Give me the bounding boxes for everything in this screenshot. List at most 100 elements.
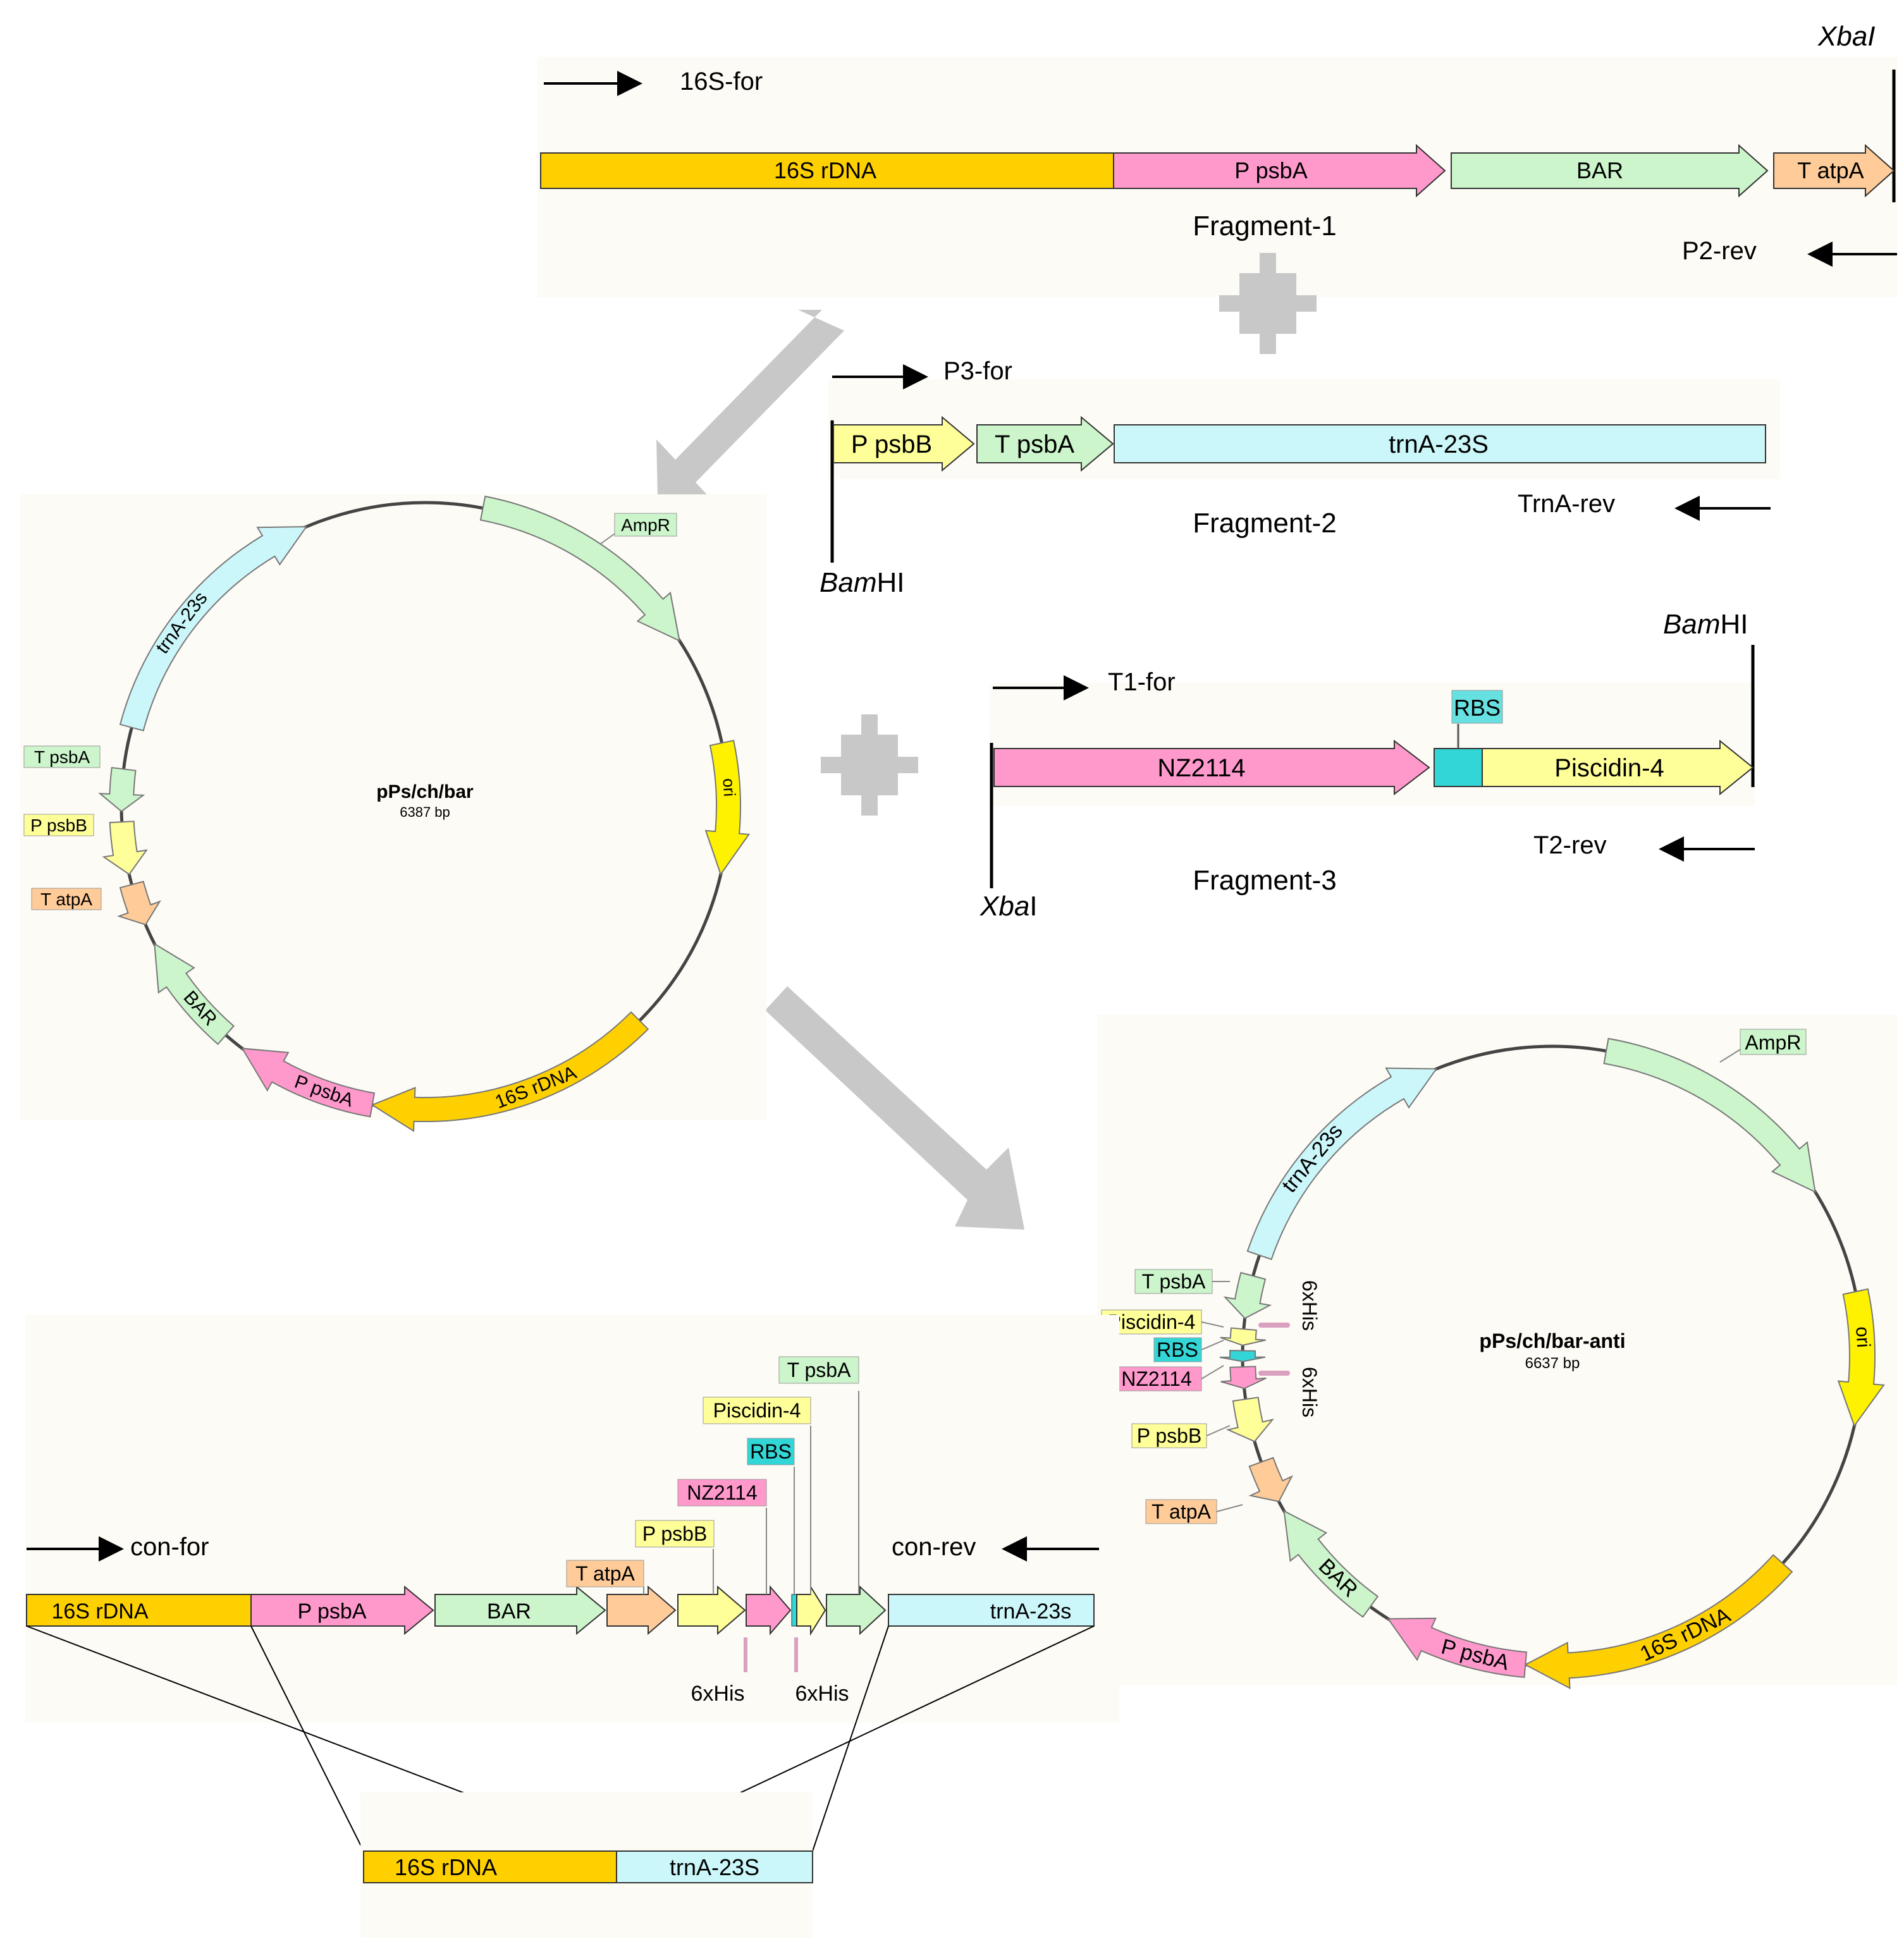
linear-callout-tatpa: T atpA [575,1562,635,1585]
linear-t-psba [826,1585,887,1636]
p1-ppsbb-label: P psbB [30,816,87,835]
fragment-2-title: Fragment-2 [1193,508,1336,539]
primer-t1-for-label: T1-for [1108,668,1176,696]
p2-his-label-1: 6xHis [1298,1280,1321,1331]
p2-tpsba-label: T psbA [1142,1270,1206,1293]
linear-callout-tpsba: T psbA [787,1359,851,1381]
plasmid-2-name: pPs/ch/bar-anti [1479,1330,1625,1352]
linear-nz2114 [746,1585,792,1636]
linear-bar-label: BAR [487,1599,531,1624]
linear-callouts: T psbA Piscidin-4 RBS NZ2114 P psbB T at… [566,1356,859,1594]
plasmid-1-name: pPs/ch/bar [376,781,474,802]
p1-t-psba [98,767,145,812]
feature-t-atpa [1773,144,1895,198]
bamhi-site-label-2: BamHI [820,567,904,598]
fragment-2: P3-for BamHI P psbB T psbA trnA-23S Frag… [820,357,1780,598]
plasmid-2-callouts: AmpR T psbA Piscidin-4 RBS NZ2114 P psbB… [1101,1029,1807,1524]
feature-nz2114 [993,739,1430,796]
feature-nz2114-label: NZ2114 [1157,754,1245,782]
feature-p-psba [1113,144,1446,198]
p2-nz-label: NZ2114 [1121,1367,1191,1390]
linear-p-psba [250,1585,434,1636]
linear-16s-rdna [26,1594,252,1627]
p2-tatpa-label: T atpA [1152,1500,1211,1523]
his-label-2: 6xHis [795,1682,849,1706]
primer-t2-rev-label: T2-rev [1533,831,1607,859]
primer-con-for-label: con-for [130,1533,209,1561]
p1-ampr-label: AmpR [621,515,670,535]
p2-nz2114 [1220,1366,1267,1390]
plus-sign-1 [1219,253,1317,354]
primer-p3-for-label: P3-for [943,357,1012,385]
bottom-trna-23s-label: trnA-23S [670,1854,759,1880]
p1-tatpa-label: T atpA [40,890,92,909]
his-tag-1 [744,1637,747,1672]
linear-callout-nz2114: NZ2114 [687,1481,757,1504]
linear-rbs [791,1594,797,1627]
feature-piscidin-4-label: Piscidin-4 [1554,754,1664,782]
p2-ampr [1603,1037,1816,1194]
feature-trna-23s [1114,424,1766,463]
p2-piscidin-4 [1220,1327,1266,1346]
p2-t-psba [1223,1271,1272,1319]
xbai-site-label: XbaI [1817,21,1876,52]
p2-rbs [1219,1350,1266,1362]
fragment-3-title: Fragment-3 [1193,865,1336,896]
feature-p-psbb-label: P psbB [851,431,932,458]
linear-16s-rdna-label: 16S rDNA [51,1599,148,1624]
linear-bar [434,1585,606,1636]
p1-ori-label: ori [719,778,739,797]
primer-trna-rev-label: TrnA-rev [1518,490,1615,518]
plasmid-1-panel [20,494,766,1120]
primer-p2-rev-label: P2-rev [1682,237,1757,265]
plus-sign-2 [821,714,918,816]
p1-p-psba [241,1048,376,1118]
linear-p-psba-label: P psbA [297,1599,366,1624]
p1-ampr [479,495,680,642]
fragment-3: T1-for BamHI XbaI NZ2114 RBS Piscidin-4 … [980,609,1755,922]
bottom-construct: 16S rDNA trnA-23S [360,1792,813,1938]
p1-tpsba-label: T psbA [34,747,90,767]
bottom-16s-rdna-label: 16S rDNA [395,1854,497,1880]
linear-callout-rbs: RBS [750,1440,792,1463]
plasmid-2-size: 6637 bp [1525,1355,1580,1372]
feature-t-atpa-label: T atpA [1797,157,1864,183]
feature-p-psba-label: P psbA [1234,157,1307,183]
p2-ori [1837,1288,1885,1428]
plasmid-1-callouts: AmpR T psbA P psbB T atpA [23,513,677,910]
linear-callout-piscidin: Piscidin-4 [713,1399,801,1422]
feature-rbs [1434,748,1483,787]
linear-construct: con-for con-rev 16S rDNA P psbA BAR trnA… [25,1315,1119,1723]
feature-bar-label: BAR [1576,157,1623,183]
p2-rbs-label: RBS [1157,1338,1198,1361]
linear-p-psbb [677,1585,746,1636]
feature-piscidin-4 [1482,739,1754,796]
feature-trna-23s-label: trnA-23S [1389,431,1489,458]
p2-t-atpa [1248,1457,1294,1503]
bamhi-site-label-3: BamHI [1663,609,1748,640]
fragment-1-title: Fragment-1 [1193,211,1336,242]
feature-16s-rdna [540,152,1114,189]
primer-16s-for-label: 16S-for [680,68,763,95]
p2-p-psbb [1225,1397,1274,1443]
feature-t-psba [976,415,1114,472]
p2-piscidin-label: Piscidin-4 [1108,1311,1196,1333]
p2-bar [1283,1510,1379,1618]
linear-t-atpa [606,1585,677,1636]
feature-t-psba-label: T psbA [995,431,1074,458]
fragment-3-panel [990,683,1755,806]
bottom-16s-rdna [363,1850,617,1883]
feature-bar [1451,144,1769,198]
linear-trna-23s [888,1594,1095,1627]
process-arrow-1 [656,310,844,503]
primer-con-rev-label: con-rev [892,1533,976,1561]
p2-ampr-label: AmpR [1745,1031,1802,1054]
feature-16s-rdna-label: 16S rDNA [774,157,876,183]
p2-trna-23s [1246,1067,1438,1261]
rbs-callout-label: RBS [1454,695,1501,721]
p1-trna-23s [119,526,308,731]
p1-ori [704,740,751,876]
